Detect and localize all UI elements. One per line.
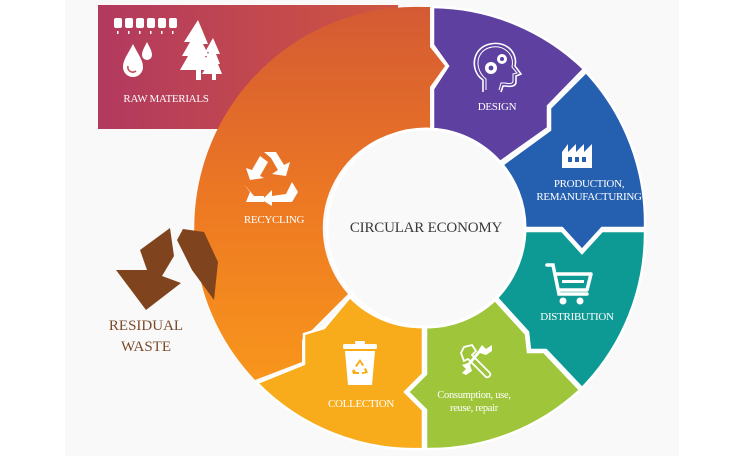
- production-label-line1: PRODUCTION,: [553, 178, 625, 190]
- recycling-label: RECYCLING: [243, 214, 305, 226]
- raw-materials-label: RAW MATERIALS: [123, 93, 209, 105]
- wheat-water-trees-icon: [114, 18, 222, 80]
- residual-waste-label: RESIDUAL WASTE: [96, 316, 196, 358]
- production-label: PRODUCTION, REMANUFACTURING: [530, 178, 648, 204]
- factory-icon: [562, 144, 592, 168]
- center-circle: [325, 127, 527, 329]
- residual-waste-arrow: [116, 228, 218, 310]
- tools-icon: [460, 343, 492, 379]
- recycling-segment: [194, 6, 445, 381]
- recycle-bin-icon: [343, 341, 377, 385]
- diagram-title: CIRCULAR ECONOMY: [349, 220, 503, 236]
- recycle-icon: [244, 152, 298, 206]
- residual-waste-line2: WASTE: [121, 339, 171, 355]
- consumption-label-line2: reuse, repair: [450, 403, 498, 414]
- shopping-cart-icon: [545, 263, 593, 305]
- consumption-label: Consumption, use, reuse, repair: [424, 389, 524, 415]
- residual-waste-line1: RESIDUAL: [108, 318, 184, 334]
- production-label-line2: REMANUFACTURING: [536, 191, 642, 203]
- head-gears-icon: [473, 42, 523, 93]
- collection-label: COLLECTION: [327, 398, 395, 410]
- distribution-label: DISTRIBUTION: [540, 311, 614, 323]
- design-label: DESIGN: [477, 101, 517, 113]
- consumption-label-line1: Consumption, use,: [437, 390, 511, 401]
